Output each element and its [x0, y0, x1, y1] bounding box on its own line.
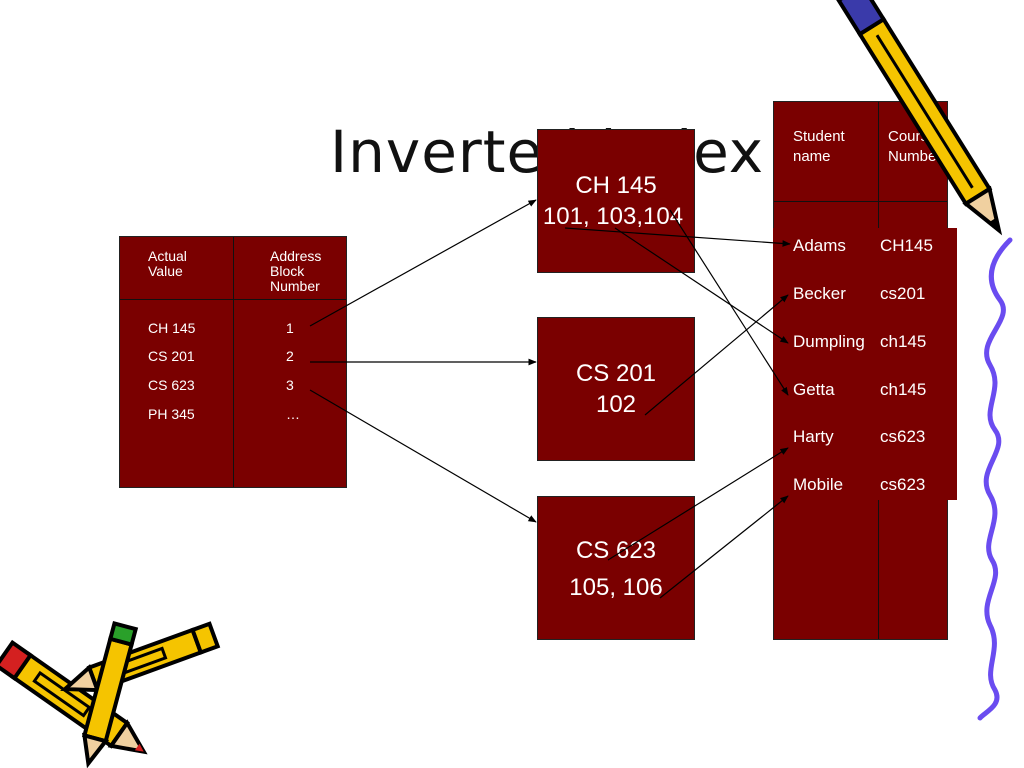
block-ch145-records: 101, 103,104 [542, 203, 684, 230]
arrow-103-to-dumpling [614, 227, 789, 344]
arrow-index3-to-cs623 [309, 389, 537, 523]
crossed-pencils-icon [0, 620, 221, 768]
squiggle-line [977, 237, 1013, 721]
block-cs201-title: CS 201 [575, 360, 657, 387]
index-table: Actual Value Address Block Number CH 145… [119, 236, 347, 488]
index-header-actual-value: Actual Value [148, 248, 187, 279]
block-ch145-title: CH 145 [575, 172, 657, 199]
index-row-3-block: 3 [286, 377, 294, 393]
student-row-5-course: cs623 [880, 427, 926, 446]
student-row-1-course: CH145 [880, 236, 933, 255]
student-row-3-course: ch145 [880, 332, 927, 351]
index-row-2-block: 2 [286, 348, 294, 364]
student-row-2-course: cs201 [880, 284, 926, 303]
index-table-header-divider [120, 299, 346, 300]
index-header-address-block: Address Block Number [270, 248, 322, 294]
index-row-1-block: 1 [286, 320, 294, 336]
index-row-2-value: CS 201 [148, 348, 195, 364]
block-cs201-records: 102 [595, 391, 637, 418]
arrow-104-to-getta [669, 209, 789, 396]
arrow-105-to-harty [607, 447, 789, 561]
student-header-name: Student name [793, 128, 845, 165]
index-row-1-value: CH 145 [148, 320, 196, 336]
index-row-4-block: … [286, 406, 300, 422]
address-block-cs623: CS 623 105, 106 [537, 496, 695, 640]
block-cs623-records: 105, 106 [569, 574, 663, 601]
student-row-3-name: Dumpling [793, 332, 865, 351]
student-row-5-name: Harty [793, 427, 834, 446]
index-table-divider [233, 237, 234, 487]
block-cs623-title: CS 623 [575, 537, 657, 564]
pencil-icon [835, 0, 1003, 236]
index-row-4-value: PH 345 [148, 406, 195, 422]
arrow-102-to-becker [644, 294, 789, 416]
student-row-4-course: ch145 [880, 380, 927, 399]
student-row-2-name: Becker [793, 284, 846, 303]
index-row-3-value: CS 623 [148, 377, 195, 393]
student-row-4-name: Getta [793, 380, 835, 399]
student-row-6-course: cs623 [880, 475, 926, 494]
address-block-cs201: CS 201 102 [537, 317, 695, 461]
student-rows: Adams CH145 Becker cs201 Dumpling ch145 … [773, 228, 957, 500]
student-row-6-name: Mobile [793, 475, 844, 494]
student-table-header-divider [774, 201, 947, 202]
student-row-1-name: Adams [793, 236, 846, 255]
address-block-ch145: CH 145 101, 103,104 [537, 129, 695, 273]
arrow-index1-to-ch145 [309, 199, 537, 327]
arrow-106-to-mobile [659, 495, 789, 599]
arrow-101-to-adams [564, 227, 791, 247]
